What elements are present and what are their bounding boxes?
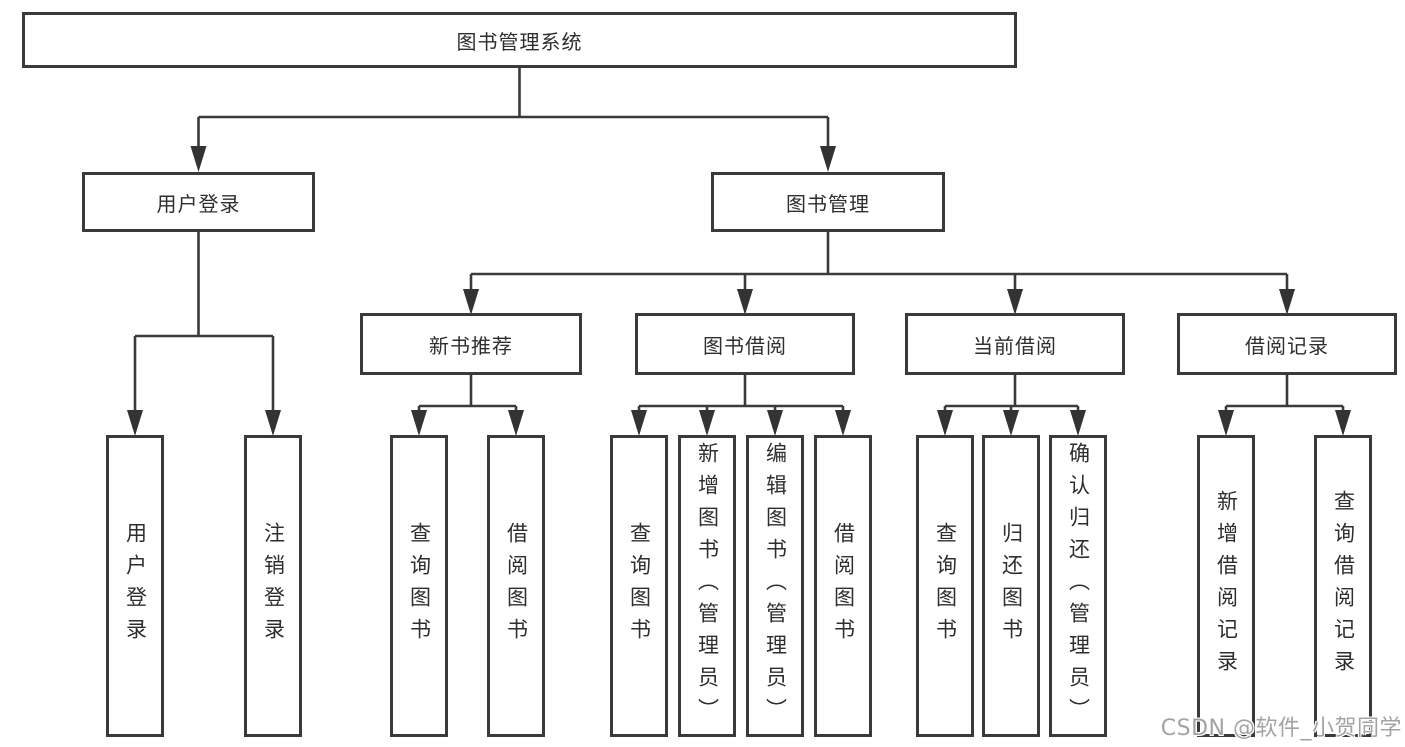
arrow-down-icon bbox=[411, 410, 427, 436]
node-book-management: 图书管理 bbox=[711, 172, 945, 232]
arrow-down-icon bbox=[508, 410, 524, 436]
leaf-edit-book-admin: 编辑图书（管理员） bbox=[746, 435, 804, 737]
node-new-book-recommend: 新书推荐 bbox=[360, 313, 582, 375]
node-current-borrow: 当前借阅 bbox=[905, 313, 1125, 375]
arrow-down-icon bbox=[127, 410, 143, 436]
arrow-down-icon bbox=[699, 410, 715, 436]
arrow-down-icon bbox=[1003, 410, 1019, 436]
node-root-system: 图书管理系统 bbox=[22, 12, 1017, 68]
arrow-down-icon bbox=[1007, 289, 1023, 315]
leaf-add-book-admin: 新增图书（管理员） bbox=[678, 435, 736, 737]
arrow-down-icon bbox=[767, 410, 783, 436]
arrow-down-icon bbox=[937, 410, 953, 436]
leaf-logout: 注销登录 bbox=[244, 435, 302, 737]
leaf-user-login: 用户登录 bbox=[106, 435, 164, 737]
connector-book-management-to-level3 bbox=[463, 232, 1295, 315]
leaf-return-books: 归还图书 bbox=[982, 435, 1040, 737]
leaf-borrow-books: 借阅图书 bbox=[814, 435, 872, 737]
connector-current-borrow-to-leaves bbox=[937, 375, 1086, 436]
leaf-add-borrow-record: 新增借阅记录 bbox=[1197, 435, 1255, 737]
leaf-query-books-recommend: 查询图书 bbox=[390, 435, 448, 737]
leaf-borrow-books-recommend: 借阅图书 bbox=[487, 435, 545, 737]
arrow-down-icon bbox=[265, 410, 281, 436]
arrow-down-icon bbox=[835, 410, 851, 436]
arrow-down-icon bbox=[1070, 410, 1086, 436]
leaf-query-borrow-record: 查询借阅记录 bbox=[1314, 435, 1372, 737]
node-borrow-records: 借阅记录 bbox=[1177, 313, 1397, 375]
arrow-down-icon bbox=[1218, 410, 1234, 436]
connector-root-to-level2 bbox=[190, 68, 836, 172]
arrow-down-icon bbox=[737, 289, 753, 315]
connector-book-borrow-to-leaves bbox=[631, 375, 851, 436]
connector-new-book-recommend-to-leaves bbox=[411, 375, 524, 436]
leaf-query-books-current: 查询图书 bbox=[916, 435, 974, 737]
arrow-down-icon bbox=[1335, 410, 1351, 436]
connector-borrow-records-to-leaves bbox=[1218, 375, 1351, 436]
arrow-down-icon bbox=[631, 410, 647, 436]
arrow-down-icon bbox=[190, 146, 207, 172]
arrow-down-icon bbox=[463, 289, 479, 315]
leaf-query-books-borrow: 查询图书 bbox=[610, 435, 668, 737]
arrow-down-icon bbox=[820, 146, 836, 172]
node-user-login: 用户登录 bbox=[82, 172, 315, 232]
connector-user-login-to-leaves bbox=[127, 232, 281, 436]
leaf-confirm-return-admin: 确认归还（管理员） bbox=[1049, 435, 1107, 737]
node-book-borrow: 图书借阅 bbox=[635, 313, 855, 375]
arrow-down-icon bbox=[1279, 289, 1295, 315]
watermark: CSDN @软件_小贺同学 bbox=[1160, 716, 1402, 741]
